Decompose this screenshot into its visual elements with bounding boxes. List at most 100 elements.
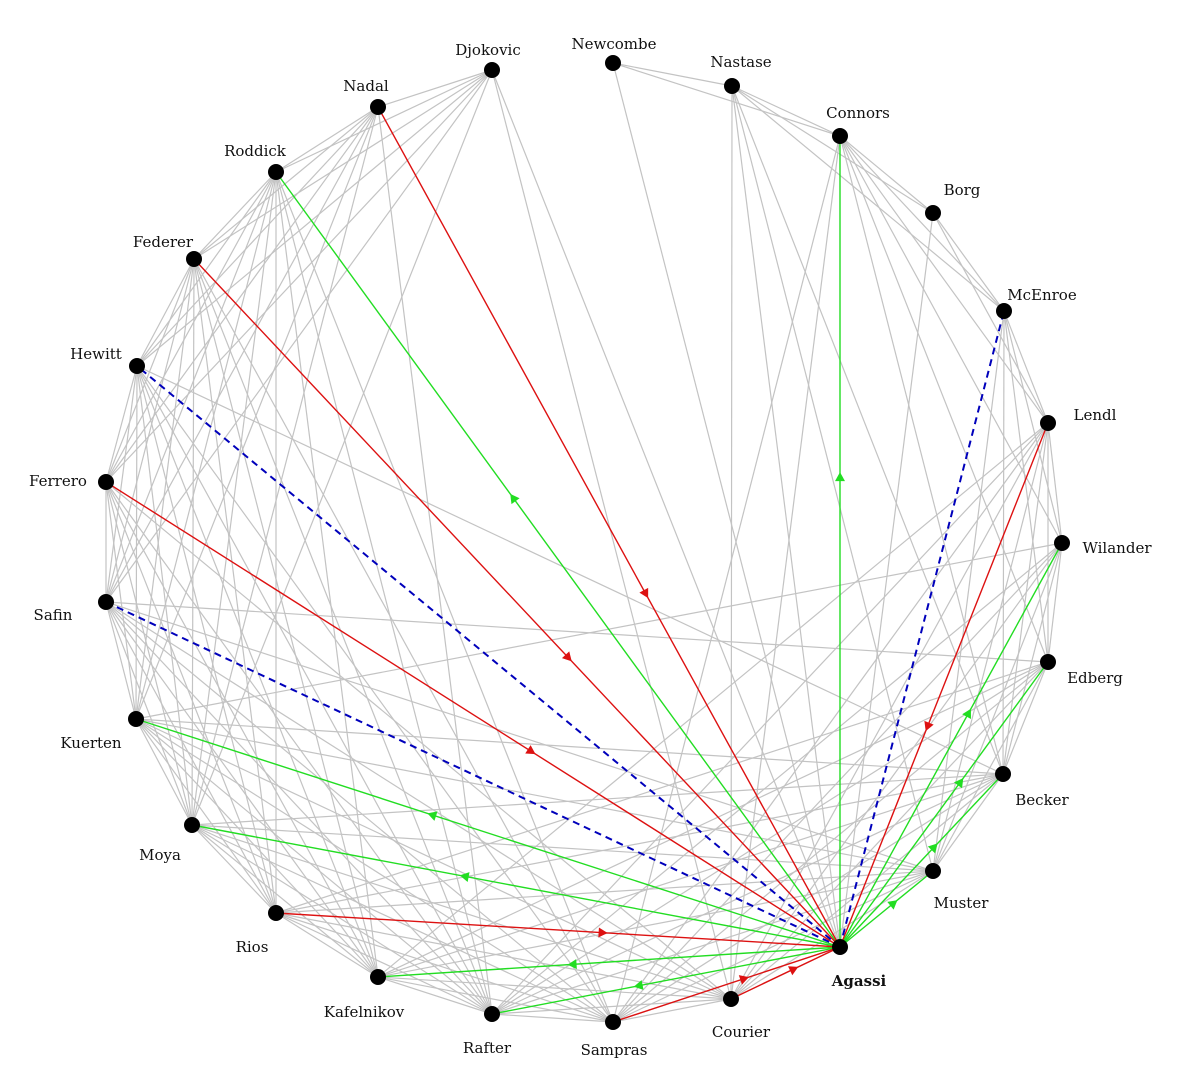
edge-kafelnikov-federer	[193, 258, 379, 978]
node-djokovic[interactable]	[484, 62, 500, 78]
label-connors: Connors	[826, 104, 890, 122]
edge-ferrero-roddick	[105, 171, 277, 483]
edge-wilander-muster	[932, 542, 1063, 872]
label-becker: Becker	[1015, 791, 1069, 809]
edge-wilander-sampras	[612, 542, 1063, 1023]
edge-lendl-muster	[932, 422, 1049, 872]
label-roddick: Roddick	[224, 142, 287, 160]
edge-edberg-kafelnikov	[377, 661, 1049, 978]
highlight-edge-rios-agassi	[275, 912, 841, 948]
node-courier[interactable]	[723, 991, 739, 1007]
edge-connors-sampras	[612, 135, 841, 1023]
node-becker[interactable]	[995, 766, 1011, 782]
edge-safin-nadal	[105, 106, 379, 603]
node-edberg[interactable]	[1040, 654, 1056, 670]
node-nastase[interactable]	[724, 78, 740, 94]
node-kuerten[interactable]	[128, 711, 144, 727]
node-ferrero[interactable]	[98, 474, 114, 490]
label-courier: Courier	[712, 1023, 771, 1041]
node-wilander[interactable]	[1054, 535, 1070, 551]
node-federer[interactable]	[186, 251, 202, 267]
edge-lendl-wilander	[1047, 422, 1063, 544]
highlight-edge-agassi-muster	[839, 870, 934, 948]
highlight-edge-agassi-hewitt	[136, 365, 841, 948]
node-kafelnikov[interactable]	[370, 969, 386, 985]
arrowhead	[738, 975, 749, 985]
edge-becker-hewitt	[136, 365, 1004, 775]
node-muster[interactable]	[925, 863, 941, 879]
label-rafter: Rafter	[463, 1039, 512, 1057]
edge-moya-safin	[105, 601, 193, 826]
arrowhead	[953, 778, 964, 789]
edge-connors-borg	[839, 135, 934, 214]
edge-ferrero-hewitt	[105, 365, 138, 483]
edge-rios-federer	[193, 258, 277, 914]
edge-federer-roddick	[193, 171, 277, 260]
edge-muster-moya	[191, 824, 934, 872]
edge-lendl-rafter	[491, 422, 1049, 1015]
node-borg[interactable]	[925, 205, 941, 221]
edge-rafter-rios	[275, 912, 493, 1015]
edge-kuerten-roddick	[135, 171, 277, 720]
edge-borg-lendl	[932, 212, 1049, 424]
edge-rafter-nadal	[377, 106, 493, 1015]
arrowhead	[567, 959, 577, 970]
label-ferrero: Ferrero	[29, 472, 87, 490]
edge-rafter-roddick	[275, 171, 493, 1015]
highlight-edge-agassi-kafelnikov	[377, 946, 841, 978]
node-hewitt[interactable]	[129, 358, 145, 374]
arrowhead	[561, 651, 572, 662]
arrowhead	[788, 966, 799, 976]
edge-mcenroe-lendl	[1003, 310, 1049, 424]
edge-kafelnikov-moya	[191, 824, 379, 978]
edge-safin-djokovic	[105, 69, 493, 603]
node-safin[interactable]	[98, 594, 114, 610]
edge-ferrero-djokovic	[105, 69, 493, 483]
node-connors[interactable]	[832, 128, 848, 144]
node-newcombe[interactable]	[605, 55, 621, 71]
edge-nastase-courier	[730, 85, 733, 1000]
label-agassi: Agassi	[831, 972, 887, 990]
edge-becker-moya	[191, 773, 1004, 826]
edge-federer-djokovic	[193, 69, 493, 260]
edge-rafter-federer	[193, 258, 493, 1015]
node-lendl[interactable]	[1040, 415, 1056, 431]
edge-lendl-kafelnikov	[377, 422, 1049, 978]
node-nadal[interactable]	[370, 99, 386, 115]
node-moya[interactable]	[184, 817, 200, 833]
edge-roddick-nadal	[275, 106, 379, 173]
label-safin: Safin	[34, 606, 73, 624]
label-moya: Moya	[139, 846, 181, 864]
edge-safin-hewitt	[105, 365, 138, 603]
edge-edberg-courier	[730, 661, 1049, 1000]
edge-becker-muster	[932, 773, 1004, 872]
label-djokovic: Djokovic	[455, 41, 521, 59]
edge-kafelnikov-rios	[275, 912, 379, 978]
edge-kuerten-safin	[105, 601, 137, 720]
edge-edberg-rafter	[491, 661, 1049, 1015]
highlight-edge-agassi-kuerten	[135, 718, 841, 948]
node-sampras[interactable]	[605, 1014, 621, 1030]
label-federer: Federer	[133, 233, 194, 251]
label-hewitt: Hewitt	[70, 345, 122, 363]
edge-connors-becker	[839, 135, 1004, 775]
node-rafter[interactable]	[484, 1006, 500, 1022]
edge-wilander-rafter	[491, 542, 1063, 1015]
arrowhead	[924, 720, 934, 732]
label-newcombe: Newcombe	[572, 35, 657, 53]
edge-rios-kuerten	[135, 718, 277, 914]
edge-agassi-djokovic	[491, 69, 841, 948]
edge-moya-kuerten	[135, 718, 193, 826]
arrowhead	[887, 900, 898, 910]
label-wilander: Wilander	[1082, 539, 1152, 557]
node-rios[interactable]	[268, 905, 284, 921]
edge-moya-djokovic	[191, 69, 493, 826]
edge-rios-safin	[105, 601, 277, 914]
node-mcenroe[interactable]	[996, 303, 1012, 319]
edge-sampras-rafter	[491, 1013, 614, 1023]
edge-edberg-sampras	[612, 661, 1049, 1023]
label-borg: Borg	[944, 181, 981, 199]
highlight-edge-lendl-agassi	[839, 422, 1049, 948]
node-roddick[interactable]	[268, 164, 284, 180]
node-agassi[interactable]	[832, 939, 848, 955]
